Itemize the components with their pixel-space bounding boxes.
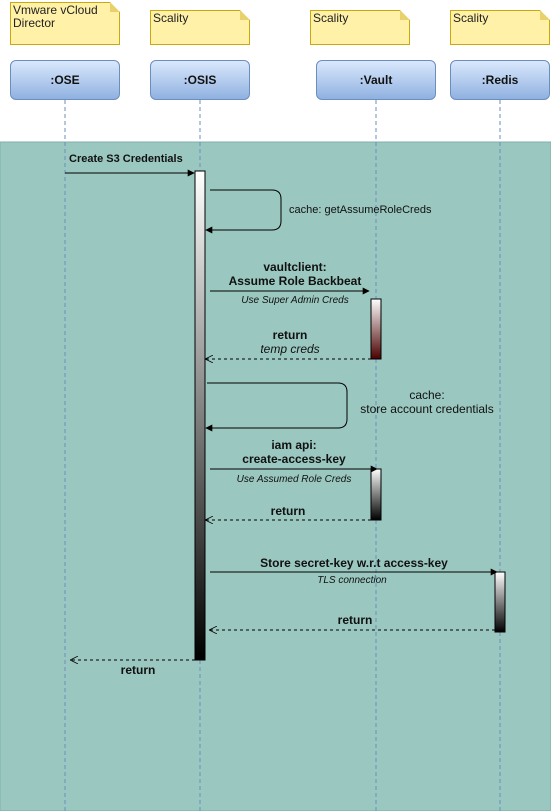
vault-label: :Vault: [359, 73, 393, 87]
redis-note: Scality: [450, 10, 550, 45]
msg-cache-store-arrow: [205, 382, 348, 432]
msg-cache-get-arrow: [205, 189, 282, 234]
note-fold: [540, 10, 550, 20]
osis-note-text: Scality: [153, 11, 189, 25]
msg-create-access-key-line1: iam api:: [271, 438, 317, 452]
msg-return-temp-creds-line1: return: [272, 328, 308, 342]
msg-store-secret-key: Store secret-key w.r.t access-key: [260, 556, 448, 570]
msg-cache-get: cache: getAssumeRoleCreds: [289, 204, 432, 216]
msg-create-s3-credentials: Create S3 Credentials: [69, 153, 183, 165]
msg-store-secret-key-note: TLS connection: [317, 575, 387, 586]
msg-return-temp-creds-line2: temp creds: [260, 342, 320, 356]
osis-lifeline-head[interactable]: :OSIS: [150, 60, 250, 100]
note-fold: [240, 10, 250, 20]
vault-activation-2: [370, 468, 382, 521]
ose-note: Vmware vCloud Director: [10, 2, 120, 45]
vault-note: Scality: [310, 10, 410, 45]
msg-return-4: return: [120, 663, 156, 677]
ose-note-text: Vmware vCloud Director: [13, 3, 98, 30]
osis-activation: [194, 170, 206, 661]
ose-label: :OSE: [50, 73, 80, 87]
vault-lifeline-head[interactable]: :Vault: [316, 60, 436, 100]
vault-note-text: Scality: [313, 11, 349, 25]
note-fold: [400, 10, 410, 20]
msg-cache-store-line2: store account credentials: [360, 402, 494, 416]
vault-activation-1: [370, 298, 382, 360]
msg-assume-role-line1: vaultclient:: [263, 260, 327, 274]
redis-label: :Redis: [481, 73, 519, 87]
osis-label: :OSIS: [183, 73, 217, 87]
osis-note: Scality: [150, 10, 250, 45]
redis-note-text: Scality: [453, 11, 489, 25]
msg-return-2: return: [270, 504, 306, 518]
redis-activation: [494, 571, 506, 633]
msg-cache-store-line1: cache:: [409, 388, 445, 402]
msg-return-3: return: [337, 613, 373, 627]
ose-lifeline-head[interactable]: :OSE: [10, 60, 120, 100]
note-fold: [110, 2, 120, 12]
msg-create-access-key-line2: create-access-key: [242, 452, 346, 466]
redis-lifeline-head[interactable]: :Redis: [450, 60, 550, 100]
msg-create-access-key-note: Use Assumed Role Creds: [236, 474, 352, 485]
msg-assume-role-line2: Assume Role Backbeat: [228, 274, 362, 288]
background-panel: [0, 141, 551, 811]
msg-assume-role-note: Use Super Admin Creds: [241, 295, 349, 306]
